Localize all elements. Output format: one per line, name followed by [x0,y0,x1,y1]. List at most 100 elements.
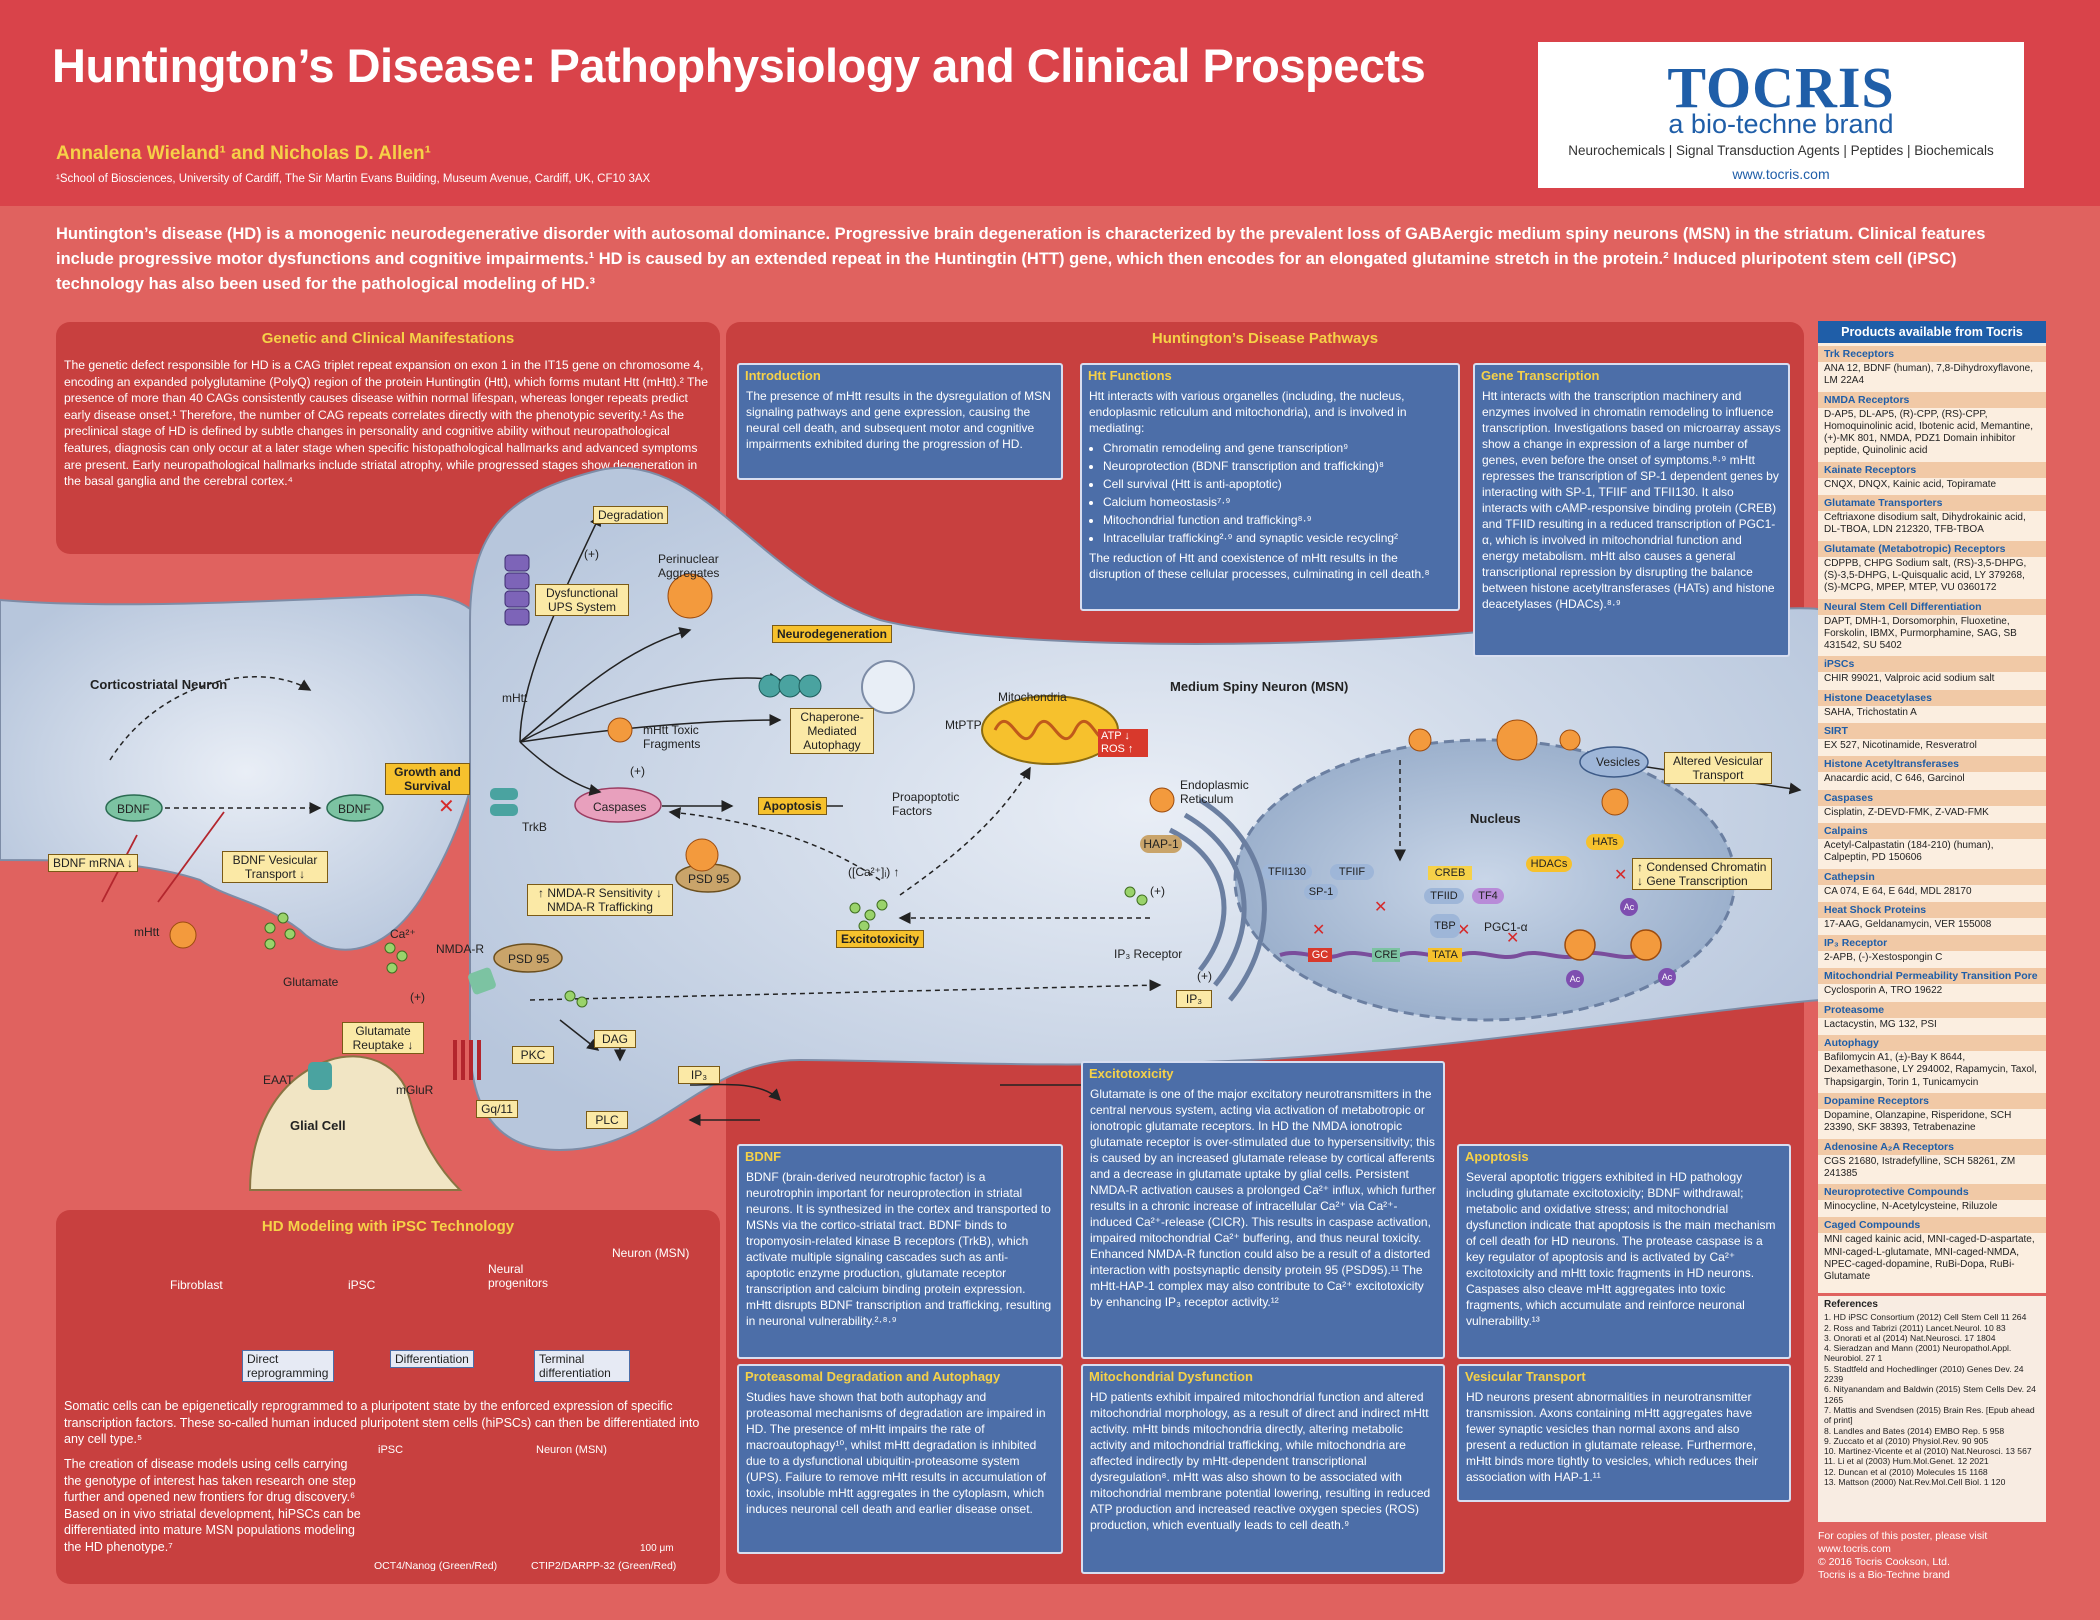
hap1-label: HAP-1 [1140,835,1182,853]
hdacs-label: HDACs [1526,856,1572,872]
tf4-label: TF4 [1472,888,1504,904]
gc-label: GC [1308,948,1332,962]
product-items: CDPPB, CHPG Sodium salt, (RS)-3,5-DHPG, … [1824,557,2027,594]
bdnf-mrna-label: BDNF mRNA ↓ [48,854,139,872]
perinuclear-label: Perinuclear Aggregates [658,552,720,580]
tfiid-label: TFIID [1424,888,1464,904]
er-label: Endoplasmic Reticulum [1180,778,1249,806]
plus-label-3: (+) [410,990,425,1004]
altered-transport-label: Altered Vesicular Transport [1664,752,1772,784]
reference-item: 9. Zuccato et al (2010) Physiol.Rev. 90 … [1824,1435,1989,1446]
product-items: SAHA, Trichostatin A [1824,706,1917,718]
svg-text:✕: ✕ [1506,930,1519,947]
endoplasmic-reticulum [1168,797,1267,1002]
ipsc-text-2: The creation of disease models using cel… [64,1457,361,1554]
gq-label: Gq/11 [476,1100,518,1118]
mglur-label: mGluR [396,1083,434,1097]
product-category: Autophagy [1818,1035,2046,1052]
neurodegeneration-label: Neurodegeneration [772,625,893,643]
product-items: Cisplatin, Z-DEVD-FMK, Z-VAD-FMK [1824,806,1989,818]
mhtt-label: mHtt [502,691,528,705]
micrograph-neuron-caption: CTIP2/DARPP-32 (Green/Red) [531,1560,677,1572]
hats-label: HATs [1586,834,1624,850]
psd95-label-b: PSD 95 [688,872,730,886]
ca-conc-label: ([Ca²⁺]ᵢ) ↑ [848,865,900,879]
product-items: Anacardic acid, C 646, Garcinol [1824,773,1965,785]
copy-line-1[interactable]: For copies of this poster, please visit … [1818,1530,1988,1555]
degradation-label: Degradation [593,506,669,524]
cre-label: CRE [1372,948,1400,962]
genetic-text: The genetic defect responsible for HD is… [64,358,708,489]
terminal-differentiation-label: Terminal differentiation [534,1350,630,1382]
micrograph-ipsc-label: iPSC [378,1444,404,1456]
ac-label-3: Ac [1658,968,1676,986]
vesicular-box: Vesicular Transport HD neurons present a… [1457,1364,1791,1502]
product-category: IP₃ Receptor [1818,935,2046,952]
pgc-label: PGC1-α [1484,920,1528,934]
reference-item: 6. Nityanandam and Baldwin (2015) Stem C… [1824,1384,2036,1405]
logo-tagline: Neurochemicals | Signal Transduction Age… [1568,143,1994,158]
tbp-label: TBP [1430,914,1460,938]
mito-box: Mitochondrial Dysfunction HD patients ex… [1081,1364,1445,1574]
product-items: Acetyl-Calpastatin (184-210) (human), Ca… [1824,839,1994,864]
ipsc-panel: HD Modeling with iPSC Technology [56,1210,720,1584]
tocris-logo[interactable]: TOCRIS a bio-techne brand Neurochemicals… [1538,42,2024,188]
trkb-label: TrkB [522,820,547,834]
bdnf-text: BDNF (brain-derived neurotrophic factor)… [746,1170,1052,1328]
genetic-title: Genetic and Clinical Manifestations [261,330,515,347]
introduction-box: Introduction The presence of mHtt result… [737,363,1063,480]
logo-brand: TOCRIS [1667,55,1895,120]
reference-item: 4. Sieradzan and Mann (2001) Neuropathol… [1824,1343,2012,1364]
fibroblast-label: Fibroblast [170,1278,223,1292]
product-items: Dopamine, Olanzapine, Risperidone, SCH 2… [1824,1109,2012,1134]
ip3-label-b: IP₃ [1176,990,1212,1008]
product-items: MNI caged kainic acid, MNI-caged-D-aspar… [1824,1234,2035,1283]
ac-label-1: Ac [1620,898,1638,916]
nmdar-label: NMDA-R [436,942,484,956]
nmda-sensitivity-label: ↑ NMDA-R Sensitivity ↓ NMDA-R Traffickin… [527,884,673,916]
fragments-label: mHtt Toxic Fragments [643,723,701,751]
htt-item: Chromatin remodeling and gene transcript… [1103,440,1451,456]
references-title: References [1824,1299,1878,1310]
ac-label-2: Ac [1566,970,1584,988]
mito-text: HD patients exhibit impaired mitochondri… [1090,1390,1431,1532]
pkc-label: PKC [512,1046,554,1064]
product-category: Glutamate (Metabotropic) Receptors [1818,540,2046,557]
product-items: 17-AAG, Geldanamycin, VER 155008 [1824,918,1992,930]
product-items: CNQX, DNQX, Kainic acid, Topiramate [1824,478,1997,490]
caspases-shape [574,787,662,823]
apoptosis-box: Apoptosis Several apoptotic triggers exh… [1457,1144,1791,1359]
product-items: CA 074, E 64, E 64d, MDL 28170 [1824,885,1972,897]
chaperone-label: Chaperone-Mediated Autophagy [790,708,874,754]
reference-item: 3. Onorati et al (2014) Nat.Neurosci. 17… [1824,1332,1996,1343]
product-category: Neural Stem Cell Differentiation [1818,598,2046,615]
product-items: ANA 12, BDNF (human), 7,8-Dihydroxyflavo… [1824,363,2033,387]
vesic-title: Vesicular Transport [1465,1369,1586,1384]
products-title: Products available from Tocris [1818,321,2046,343]
plus-label-4: (+) [1197,969,1212,983]
logo-url[interactable]: www.tocris.com [1732,166,1830,182]
product-items: Minocycline, N-Acetylcysteine, Riluzole [1824,1201,1998,1213]
product-category: Proteasome [1818,1001,2046,1018]
htt-list: Chromatin remodeling and gene transcript… [1103,440,1451,546]
svg-text:✕: ✕ [1614,867,1627,884]
product-category: Trk Receptors [1818,346,2046,362]
products-panel: Products available from Tocris Trk Recep… [1818,321,2046,1293]
bdnf-right-label: BDNF [338,802,371,816]
bdnf-shape-right [326,794,384,822]
scale-bar-label: 100 μm [640,1543,674,1554]
product-category: Kainate Receptors [1818,461,2046,478]
eaat-transporter [308,1062,332,1090]
psd95-shape-a [493,943,563,973]
micrograph-ipsc-caption: OCT4/Nanog (Green/Red) [374,1560,498,1572]
ip3-label-a: IP₃ [678,1066,720,1084]
mitochondria-label: Mitochondria [998,690,1067,704]
neural-progenitors-label: Neural progenitors [488,1262,549,1290]
tata-label: TATA [1428,948,1462,962]
product-category: NMDA Receptors [1818,391,2046,408]
reference-item: 5. Stadtfeld and Hochedlinger (2010) Gen… [1824,1363,2024,1385]
reuptake-label: Glutamate Reuptake ↓ [342,1022,424,1054]
product-items: 2-APB, (-)-Xestospongin C [1824,952,1943,964]
apoptosis-title: Apoptosis [1465,1149,1529,1164]
micrograph-neuron-label: Neuron (MSN) [536,1444,607,1456]
